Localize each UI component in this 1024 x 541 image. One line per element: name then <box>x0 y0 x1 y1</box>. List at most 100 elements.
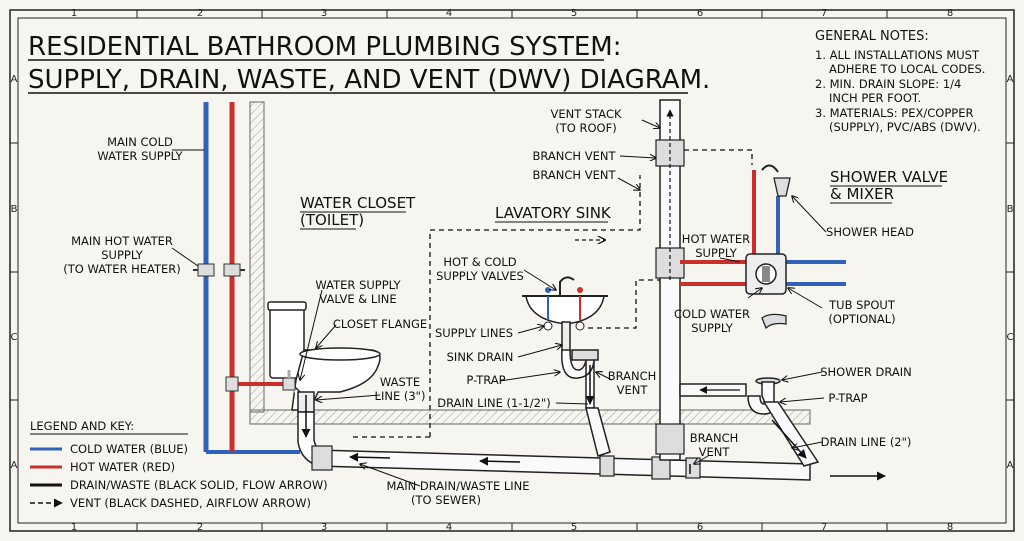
label-main-hot: MAIN HOT WATER <box>71 234 173 248</box>
main-drain-line <box>311 445 811 481</box>
note-line: (SUPPLY), PVC/ABS (DWV). <box>829 120 981 134</box>
grid-row-label: A <box>1007 460 1014 471</box>
legend-item-label: HOT WATER (RED) <box>70 460 175 474</box>
grid-row-label: C <box>1007 332 1014 343</box>
grid-col-label: 2 <box>197 8 203 19</box>
floor-slab <box>249 409 811 425</box>
label-main-cold: MAIN COLD <box>107 135 173 149</box>
label-hot-cold-valves: HOT & COLD <box>443 255 516 269</box>
main-supply-valves <box>193 263 245 392</box>
note-line: 3. MATERIALS: PEX/COPPER <box>815 106 973 120</box>
label-hot-water-supply: HOT WATER <box>682 232 750 246</box>
grid-row-label: A <box>11 460 18 471</box>
label-p-trap: P-TRAP <box>466 373 505 387</box>
grid-row-label: B <box>1007 204 1014 215</box>
label-main-hot: (TO WATER HEATER) <box>63 262 181 276</box>
lavatory-sink <box>522 276 608 325</box>
tub-spout-icon <box>761 313 787 330</box>
label-water-supply-valve: WATER SUPPLY <box>315 278 401 292</box>
label-main-cold: WATER SUPPLY <box>97 149 183 163</box>
sink-branch-drain <box>585 407 611 457</box>
label-shower-drain: SHOWER DRAIN <box>820 365 912 379</box>
legend: LEGEND AND KEY: COLD WATER (BLUE) HOT WA… <box>30 419 328 510</box>
section-title-toilet-sub: (TOILET) <box>300 211 364 229</box>
note-line: ADHERE TO LOCAL CODES. <box>829 62 985 76</box>
label-closet-flange: CLOSET FLANGE <box>333 317 427 331</box>
legend-item-label: COLD WATER (BLUE) <box>70 442 188 456</box>
legend-item-label: VENT (BLACK DASHED, AIRFLOW ARROW) <box>70 496 311 510</box>
grid-col-label: 4 <box>446 522 452 533</box>
label-main-hot: SUPPLY <box>101 248 143 262</box>
label-branch-vent-bottom: BRANCH <box>690 431 739 445</box>
legend-item-label: DRAIN/WASTE (BLACK SOLID, FLOW ARROW) <box>70 478 328 492</box>
label-waste-line: WASTE <box>380 375 420 389</box>
grid-col-label: 1 <box>71 8 77 19</box>
label-tub-spout: (OPTIONAL) <box>828 312 895 326</box>
label-drain-line-shower: DRAIN LINE (2") <box>821 435 912 449</box>
grid-column-labels-top: 1 2 3 4 5 6 7 8 <box>71 8 953 19</box>
label-drain-line-sink: DRAIN LINE (1-1/2") <box>437 396 550 410</box>
section-title-shower-sub: & MIXER <box>830 185 894 203</box>
label-main-drain: MAIN DRAIN/WASTE LINE <box>386 479 529 493</box>
grid-col-label: 7 <box>821 8 827 19</box>
label-branch-vent: BRANCH VENT <box>533 149 617 163</box>
general-notes: GENERAL NOTES: 1. ALL INSTALLATIONS MUST… <box>815 29 985 134</box>
grid-column-labels-bottom: 1 2 3 4 5 6 7 8 <box>71 522 953 533</box>
sink-p-trap <box>561 321 599 409</box>
label-main-drain: (TO SEWER) <box>411 493 481 507</box>
label-vent-stack: (TO ROOF) <box>555 121 616 135</box>
label-supply-lines: SUPPLY LINES <box>435 326 513 340</box>
label-vent-stack: VENT STACK <box>550 107 622 121</box>
grid-col-label: 2 <box>197 522 203 533</box>
label-waste-line: LINE (3") <box>375 389 426 403</box>
grid-row-label: B <box>11 204 18 215</box>
label-water-supply-valve: VALVE & LINE <box>319 292 396 306</box>
toilet-supply-valve <box>282 377 296 391</box>
label-branch-vent-sink: VENT <box>617 383 649 397</box>
grid-row-labels-left: A B C A <box>11 74 18 471</box>
note-line: INCH PER FOOT. <box>829 91 921 105</box>
faucet-icon <box>559 276 575 296</box>
grid-col-label: 3 <box>321 8 327 19</box>
wall-section <box>249 101 265 413</box>
title-line-1: RESIDENTIAL BATHROOM PLUMBING SYSTEM: <box>28 32 621 62</box>
label-sink-drain: SINK DRAIN <box>447 350 514 364</box>
label-cold-water-supply: SUPPLY <box>691 321 733 335</box>
section-title-sink: LAVATORY SINK <box>495 204 612 222</box>
drain-flow-arrows <box>349 452 886 481</box>
grid-col-label: 5 <box>571 522 577 533</box>
grid-row-label: A <box>1007 74 1014 85</box>
legend-title: LEGEND AND KEY: <box>30 419 134 433</box>
label-hot-cold-valves: SUPPLY VALVES <box>436 269 524 283</box>
label-tub-spout: TUB SPOUT <box>828 298 896 312</box>
label-shower-head: SHOWER HEAD <box>826 225 914 239</box>
grid-row-labels-right: A B C A <box>1007 74 1014 471</box>
shower-head-icon <box>761 164 791 197</box>
grid-col-label: 6 <box>697 8 703 19</box>
grid-col-label: 4 <box>446 8 452 19</box>
component-labels: MAIN COLD WATER SUPPLY MAIN HOT WATER SU… <box>63 107 914 507</box>
main-hot-supply-pipe <box>229 102 290 452</box>
label-branch-vent-sink: BRANCH <box>608 369 657 383</box>
grid-ticks <box>10 10 1014 531</box>
section-title-toilet: WATER CLOSET <box>300 194 416 212</box>
note-line: 2. MIN. DRAIN SLOPE: 1/4 <box>815 77 961 91</box>
label-branch-vent-bottom: VENT <box>699 445 731 459</box>
note-line: 1. ALL INSTALLATIONS MUST <box>815 48 980 62</box>
section-title-shower: SHOWER VALVE <box>830 168 948 186</box>
grid-col-label: 5 <box>571 8 577 19</box>
notes-heading: GENERAL NOTES: <box>815 29 929 44</box>
grid-col-label: 7 <box>821 522 827 533</box>
grid-row-label: A <box>11 74 18 85</box>
leader-lines <box>171 119 827 487</box>
grid-col-label: 6 <box>697 522 703 533</box>
label-hot-water-supply: SUPPLY <box>695 246 737 260</box>
grid-col-label: 8 <box>947 8 953 19</box>
label-branch-vent: BRANCH VENT <box>533 168 617 182</box>
main-cold-supply-pipe <box>203 102 300 454</box>
title-line-2: SUPPLY, DRAIN, WASTE, AND VENT (DWV) DIA… <box>28 65 710 95</box>
label-p-trap-shower: P-TRAP <box>828 391 867 405</box>
section-titles: WATER CLOSET (TOILET) LAVATORY SINK SHOW… <box>300 168 948 230</box>
sink-supply-lines <box>543 296 585 331</box>
